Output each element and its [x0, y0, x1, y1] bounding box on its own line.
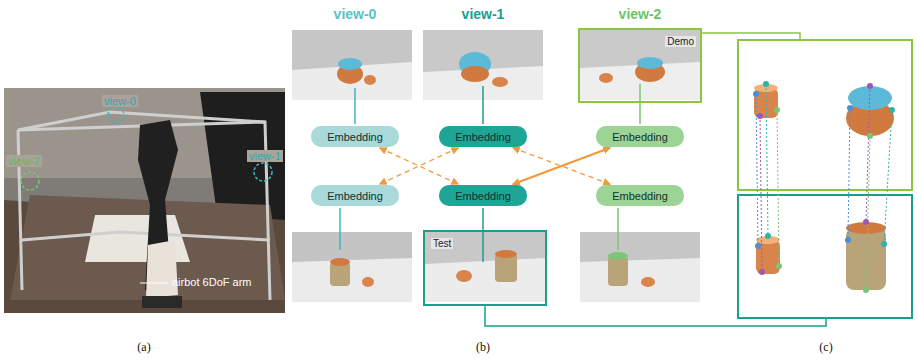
test-frame: Test	[423, 230, 547, 306]
embedding-box: Embedding	[596, 185, 684, 206]
match-arrow	[513, 148, 610, 185]
demo-frame: Demo	[578, 28, 702, 103]
match-arrow	[380, 148, 459, 184]
panel-caption: (a)	[137, 340, 150, 355]
arm-label: airbot 6DoF arm	[170, 276, 253, 288]
embedding-box: Embedding	[311, 126, 399, 147]
embedding-box: Embedding	[596, 126, 684, 147]
match-arrow	[513, 148, 610, 185]
point-correspondence	[738, 40, 912, 318]
setup-photo	[4, 88, 285, 313]
box-label: Embedding	[455, 131, 511, 143]
frame-tag: Demo	[665, 36, 696, 47]
view-header: view-0	[334, 6, 377, 22]
camera-label: view-0	[102, 95, 138, 107]
embedding-box: Embedding	[439, 185, 527, 206]
view-header: view-1	[462, 6, 505, 22]
box-label: Embedding	[455, 190, 511, 202]
embedding-box: Embedding	[311, 185, 399, 206]
box-label: Embedding	[612, 190, 668, 202]
embedding-box: Embedding	[439, 126, 527, 147]
box-label: Embedding	[327, 190, 383, 202]
panel-caption: (c)	[819, 340, 832, 355]
camera-label: view-1	[247, 150, 283, 162]
box-label: Embedding	[327, 131, 383, 143]
box-label: Embedding	[612, 131, 668, 143]
match-arrow	[380, 148, 459, 184]
frame-tag: Test	[431, 238, 453, 249]
panel-caption: (b)	[476, 340, 490, 355]
camera-label: view-2	[6, 155, 42, 167]
view-header: view-2	[619, 6, 662, 22]
